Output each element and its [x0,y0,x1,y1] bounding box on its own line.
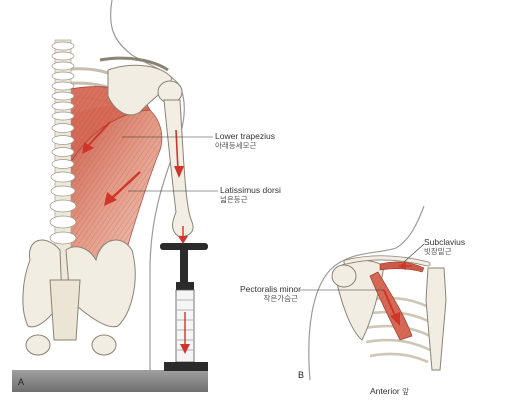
humerus-a [157,80,194,237]
label-pectoralis-minor: Pectoralis minor 작은가슴근 [240,284,301,303]
floor [12,370,208,392]
direction-arrows-a [82,121,190,354]
leader-lines-b [300,243,425,291]
panel-letter-a: A [18,377,25,387]
spine [49,39,77,281]
scapula-b [331,260,385,341]
pelvis-a [22,239,136,356]
caption-anterior: Anterior 앞 [370,386,410,396]
panel-letter-b: B [298,370,305,380]
label-subclavius: Subclavius 빗장밑근 [424,237,466,256]
sternum [425,267,447,371]
body-silhouette-b [308,205,425,381]
direction-arrows-b [383,262,412,326]
leader-lines-a [122,136,218,192]
panel-b [300,205,447,381]
panel-a [12,0,218,392]
label-lower-trapezius: Lower trapezius 아래등세모근 [215,131,276,150]
label-latissimus-dorsi: Latissimus dorsi 넓은등근 [220,185,281,204]
